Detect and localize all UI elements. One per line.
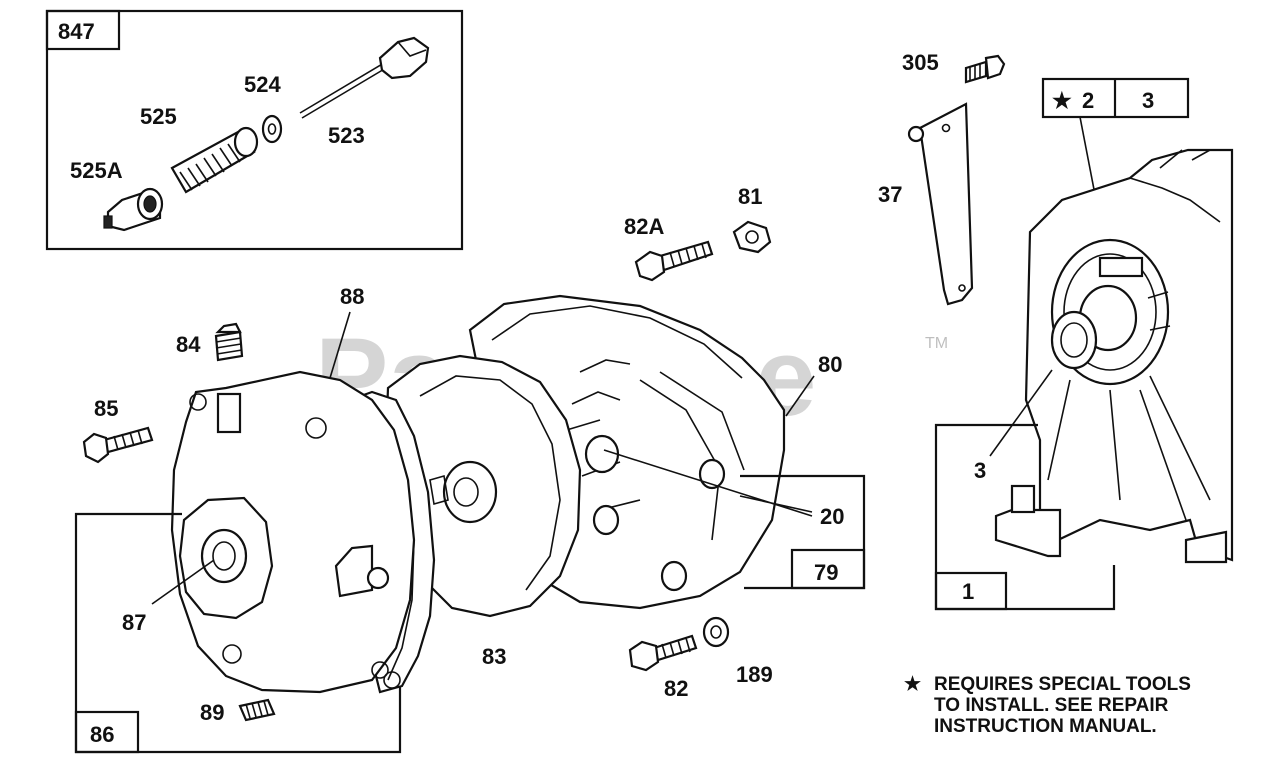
part-84-plug[interactable] [214, 322, 244, 362]
part-37-bracket[interactable] [907, 102, 974, 306]
label-20: 20 [820, 504, 844, 529]
label-525a: 525A [70, 158, 123, 183]
part-89-spring[interactable] [238, 698, 276, 722]
label-82a: 82A [624, 214, 664, 239]
special-tools-note: ★ REQUIRES SPECIAL TOOLS TO INSTALL. SEE… [904, 674, 1191, 737]
box-label-847: 847 [58, 19, 95, 44]
label-80: 80 [818, 352, 842, 377]
part-523-dipstick[interactable] [299, 36, 430, 119]
label-88: 88 [340, 284, 364, 309]
part-87-starter-cup[interactable] [178, 496, 274, 620]
note-line-2: TO INSTALL. SEE REPAIR [934, 695, 1169, 716]
box-label-79: 79 [814, 560, 838, 585]
label-81: 81 [738, 184, 762, 209]
part-81-nut[interactable] [732, 220, 772, 254]
box-label-1: 1 [962, 579, 974, 604]
label-82: 82 [664, 676, 688, 701]
note-line-1: REQUIRES SPECIAL TOOLS [934, 674, 1191, 695]
label-85: 85 [94, 396, 118, 421]
box-label-2: 2 [1082, 88, 1094, 113]
part-85-bolt[interactable] [82, 426, 154, 464]
part-524-washer[interactable] [261, 114, 283, 144]
box-79: 79 [740, 474, 866, 590]
label-524: 524 [244, 72, 281, 97]
part-525-threaded-tube[interactable] [170, 126, 259, 194]
label-525: 525 [140, 104, 177, 129]
part-crankcase[interactable] [994, 148, 1234, 564]
box-1: 1 [934, 423, 1116, 611]
label-87: 87 [122, 610, 146, 635]
box-86: 86 [74, 512, 402, 754]
label-89: 89 [200, 700, 224, 725]
part-189-lock-washer[interactable] [702, 616, 730, 648]
label-37: 37 [878, 182, 902, 207]
box-label-2-star: ★ [1052, 88, 1072, 113]
note-star: ★ [904, 674, 921, 695]
label-189: 189 [736, 662, 773, 687]
label-83: 83 [482, 644, 506, 669]
label-3: 3 [974, 458, 986, 483]
part-525a-fitting[interactable] [103, 187, 164, 232]
part-82a-bolt[interactable] [634, 240, 714, 282]
label-523: 523 [328, 123, 365, 148]
part-305-bolt[interactable] [964, 54, 1006, 84]
note-line-3: INSTRUCTION MANUAL. [934, 716, 1157, 737]
box-label-86: 86 [90, 722, 114, 747]
part-82-bolt[interactable] [628, 634, 698, 672]
label-305: 305 [902, 50, 939, 75]
label-84: 84 [176, 332, 201, 357]
trademark-symbol: TM [925, 335, 948, 352]
inset-box-847: 847 525A 525 524 523 [45, 9, 464, 251]
box-label-3: 3 [1142, 88, 1154, 113]
